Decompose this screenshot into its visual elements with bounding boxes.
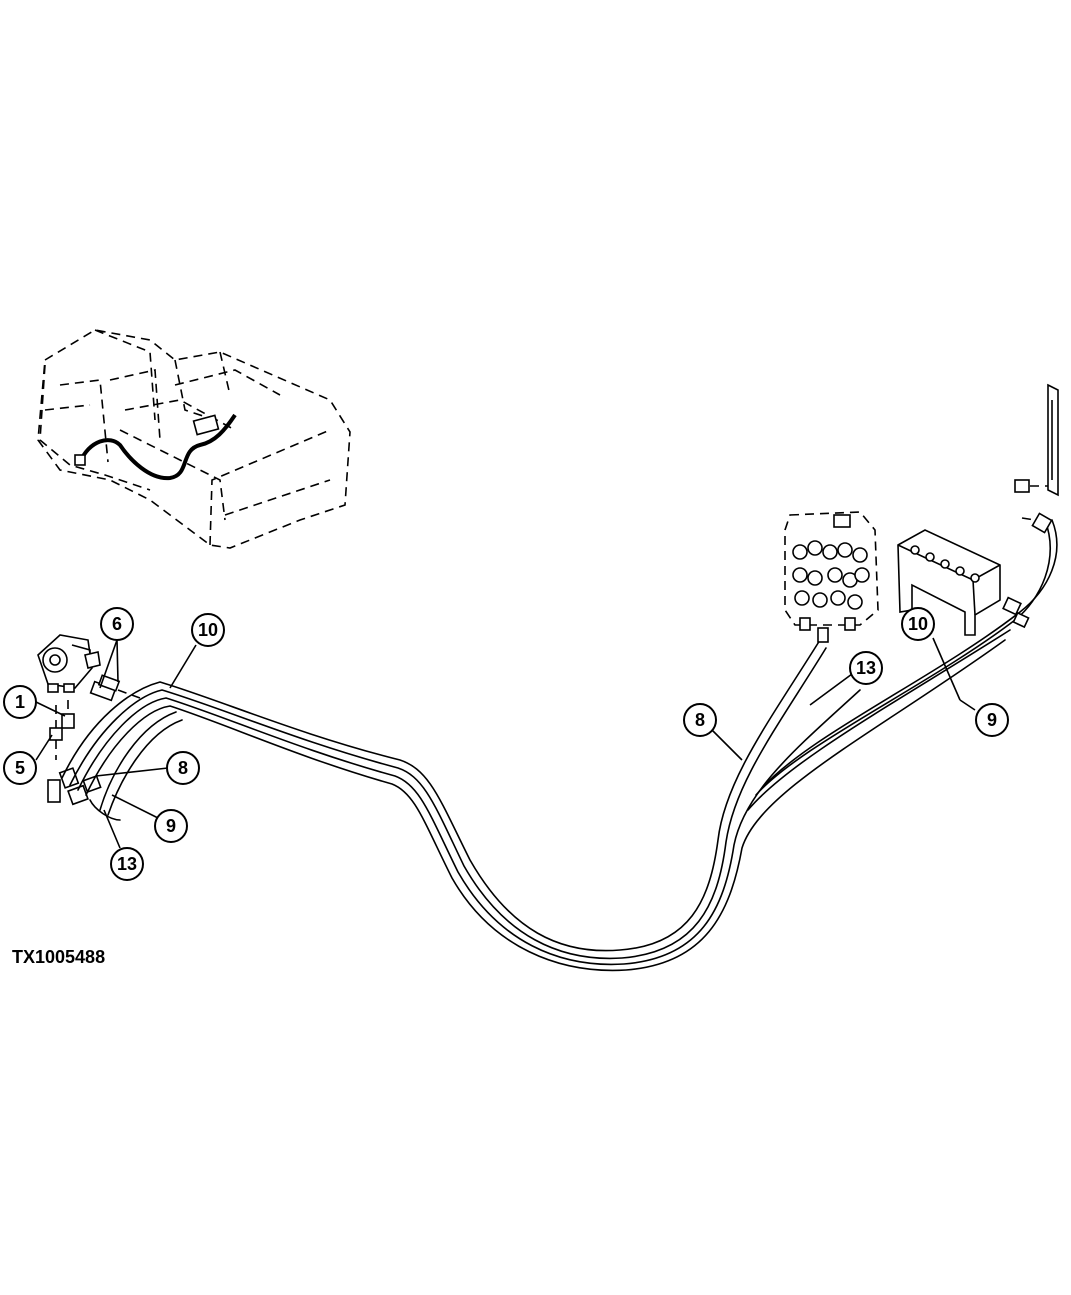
callout-8-left-label: 8 — [178, 758, 188, 778]
mount-bracket — [1014, 383, 1059, 534]
callout-5-label: 5 — [15, 758, 25, 778]
pilot-valve-assembly — [37, 634, 101, 693]
callout-9-left: 9 — [154, 809, 188, 843]
callout-6: 6 — [100, 607, 134, 641]
callout-8-left: 8 — [166, 751, 200, 785]
leader-lines — [35, 637, 976, 849]
callout-5: 5 — [3, 751, 37, 785]
callout-1-label: 1 — [15, 692, 25, 712]
fitting-1-5-parts — [47, 700, 102, 806]
callout-13-right-label: 13 — [856, 658, 876, 678]
figure-id: TX1005488 — [12, 947, 105, 967]
callout-13-right: 13 — [849, 651, 883, 685]
callout-8-right: 8 — [683, 703, 717, 737]
callout-8-right-label: 8 — [695, 710, 705, 730]
callout-9-right-label: 9 — [987, 710, 997, 730]
hose-bundle — [61, 519, 1058, 972]
machine-overview — [37, 329, 351, 549]
callout-10-left-label: 10 — [198, 620, 218, 640]
callout-10-right-label: 10 — [908, 614, 928, 634]
callout-10-left: 10 — [191, 613, 225, 647]
callout-6-label: 6 — [112, 614, 122, 634]
fitting-6-parts — [89, 674, 141, 702]
callout-1: 1 — [3, 685, 37, 719]
manifold-block — [897, 529, 1030, 636]
valve-ports — [792, 540, 870, 610]
callout-9-left-label: 9 — [166, 816, 176, 836]
callout-13-left-label: 13 — [117, 854, 137, 874]
callout-13-left: 13 — [110, 847, 144, 881]
control-valve — [784, 511, 879, 643]
callout-9-right: 9 — [975, 703, 1009, 737]
callout-10-right: 10 — [901, 607, 935, 641]
